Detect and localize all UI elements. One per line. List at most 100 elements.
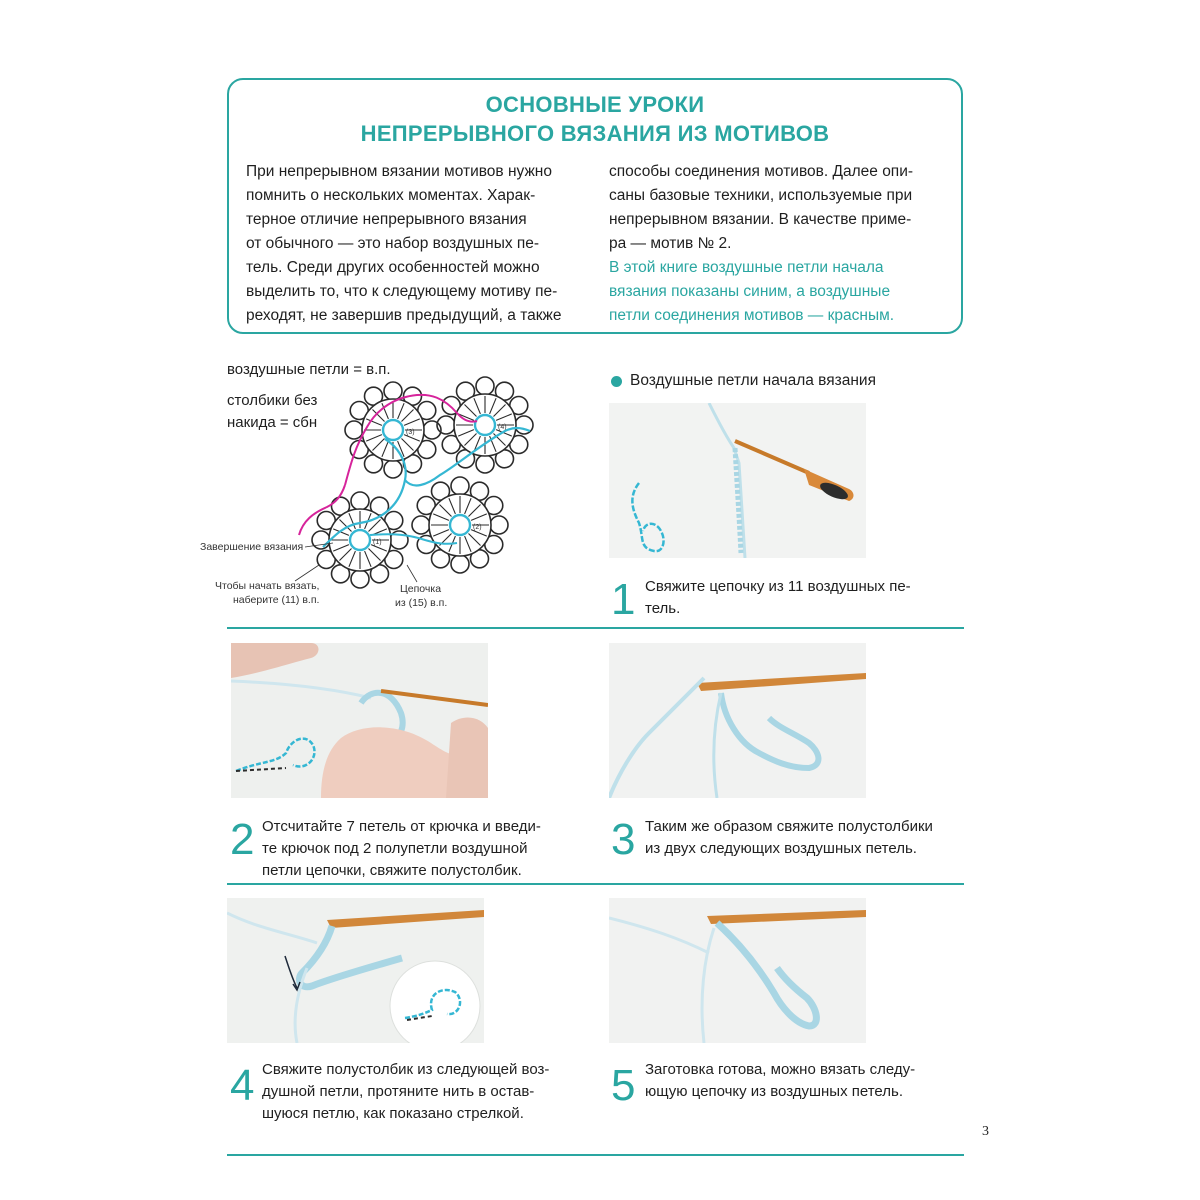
- diagram-label-chain-1: Цепочка: [400, 583, 441, 595]
- motif-spoke: [339, 519, 352, 532]
- step-text-line: из двух следующих воздушных петель.: [645, 840, 917, 857]
- step-3-number: 3: [611, 815, 636, 864]
- motif-spoke: [348, 512, 356, 530]
- motif-chart-diagram: (1)(2)(3)(4) Завершение вязания Чтобы на…: [200, 376, 534, 609]
- step-text-line: петли цепочки, свяжите полустолбик.: [262, 862, 522, 879]
- motif-petal: [383, 459, 403, 479]
- step-text-line: душной петли, протяните нить в остав-: [262, 1083, 535, 1100]
- motif-spoke: [381, 440, 389, 458]
- step-text-line: те крючок под 2 полупетли воздушной: [262, 840, 528, 857]
- photo-step-2: [231, 643, 488, 798]
- step-text-line: тель.: [645, 600, 681, 617]
- step-text-line: Отсчитайте 7 петель от крючка и введи-: [262, 818, 541, 835]
- motif-spoke: [448, 497, 456, 515]
- motif-number-label: (1): [373, 539, 382, 546]
- motif-number-label: (2): [473, 524, 482, 531]
- page-title-line1: ОСНОВНЫЕ УРОКИ: [485, 92, 705, 117]
- intro-box: [227, 78, 963, 334]
- intro-highlight-line: В этой книге воздушные петли начала: [609, 259, 884, 276]
- intro-line: ра — мотив № 2.: [609, 235, 732, 252]
- motif-spoke: [332, 544, 350, 552]
- step-text-line: Таким же образом свяжите полустолбики: [645, 818, 933, 835]
- motif-2: (2): [411, 476, 509, 574]
- step-2-text: Отсчитайте 7 петель от крючка и введи- т…: [262, 816, 582, 882]
- motif-petal: [475, 376, 495, 396]
- step-text-line: Свяжите полустолбик из следующей воз-: [262, 1061, 550, 1078]
- diagram-label-start-1: Чтобы начать вязать,: [215, 580, 319, 592]
- motif-spoke: [432, 513, 450, 521]
- photo-step-1: [609, 403, 866, 558]
- motif-spoke: [464, 433, 477, 446]
- leader-line: [304, 542, 334, 548]
- motif-spoke: [348, 550, 356, 568]
- motif-group: (1)(2)(3)(4): [311, 376, 534, 589]
- motif-spoke: [332, 528, 350, 536]
- motif-petal: [489, 515, 509, 535]
- section-divider: [227, 627, 964, 629]
- motif-spoke: [473, 397, 481, 415]
- leader-line: [406, 564, 418, 583]
- step-2-number: 2: [230, 815, 255, 864]
- intro-line: выделить то, что к следующему мотиву пе-: [246, 283, 558, 300]
- step-5-text: Заготовка готова, можно вязать следу- ющ…: [645, 1059, 965, 1103]
- intro-line: При непрерывном вязании мотивов нужно: [246, 163, 552, 180]
- intro-line: помнить о нескольких моментах. Харак-: [246, 187, 536, 204]
- legend-sc-line1: столбики без: [227, 392, 318, 409]
- step-4-text: Свяжите полустолбик из следующей воз- ду…: [262, 1059, 582, 1125]
- motif-spoke: [364, 550, 372, 568]
- step-text-line: ющую цепочку из воздушных петель.: [645, 1083, 904, 1100]
- motif-spoke: [473, 435, 481, 453]
- motif-spoke: [439, 504, 452, 517]
- motif-petal: [350, 569, 370, 589]
- join-chain-magenta-2: [298, 484, 346, 536]
- motif-spoke: [397, 402, 405, 420]
- motif-petal: [450, 476, 470, 496]
- motif-spoke: [372, 409, 385, 422]
- intro-line: непрерывном вязании. В качестве приме-: [609, 211, 912, 228]
- step-5-number: 5: [611, 1061, 636, 1110]
- motif-spoke: [365, 434, 383, 442]
- motif-petal: [344, 420, 364, 440]
- motif-center-ring: [473, 413, 497, 437]
- photo-step-3: [609, 643, 866, 798]
- intro-line: тель. Среди других особенностей можно: [246, 259, 540, 276]
- motif-spoke: [381, 402, 389, 420]
- motif-3: (3): [344, 381, 442, 479]
- intro-line: способы соединения мотивов. Далее опи-: [609, 163, 914, 180]
- start-heading: Воздушные петли начала вязания: [630, 372, 876, 389]
- motif-spoke: [403, 434, 421, 442]
- motif-spoke: [365, 418, 383, 426]
- leader-line: [294, 564, 320, 582]
- section-divider: [227, 1154, 964, 1156]
- motif-spoke: [397, 440, 405, 458]
- motif-petal: [383, 381, 403, 401]
- motif-spoke: [489, 397, 497, 415]
- connect-chain-path: [369, 533, 458, 545]
- start-chain-path: [322, 426, 531, 548]
- motif-petal: [311, 530, 331, 550]
- motif-spoke: [370, 544, 388, 552]
- motif-spoke: [493, 404, 506, 417]
- motif-petal: [411, 515, 431, 535]
- motif-spoke: [470, 513, 488, 521]
- motif-center-ring: [348, 528, 372, 552]
- motif-spoke: [403, 418, 421, 426]
- motif-spoke: [372, 438, 385, 451]
- motif-spoke: [470, 529, 488, 537]
- photo-step-3-illustration: [609, 643, 866, 798]
- intro-column-1: При непрерывном вязании мотивов нужно по…: [246, 160, 582, 328]
- diagram-label-start-2: наберите (11) в.п.: [233, 594, 319, 606]
- step-4-number: 4: [230, 1061, 255, 1110]
- intro-highlight-line: вязания показаны синим, а воздушные: [609, 283, 891, 300]
- motif-spoke: [401, 438, 414, 451]
- intro-column-2: способы соединения мотивов. Далее опи- с…: [609, 160, 943, 328]
- motif-spoke: [464, 404, 477, 417]
- photo-step-4-illustration: [227, 898, 484, 1043]
- motif-spoke: [457, 413, 475, 421]
- motif-spoke: [468, 533, 481, 546]
- photo-step-1-illustration: [609, 403, 866, 558]
- photo-step-4: [227, 898, 484, 1043]
- motif-spoke: [401, 409, 414, 422]
- intro-highlight-line: петли соединения мотивов — красным.: [609, 307, 895, 324]
- step-3-text: Таким же образом свяжите полустолбики из…: [645, 816, 965, 860]
